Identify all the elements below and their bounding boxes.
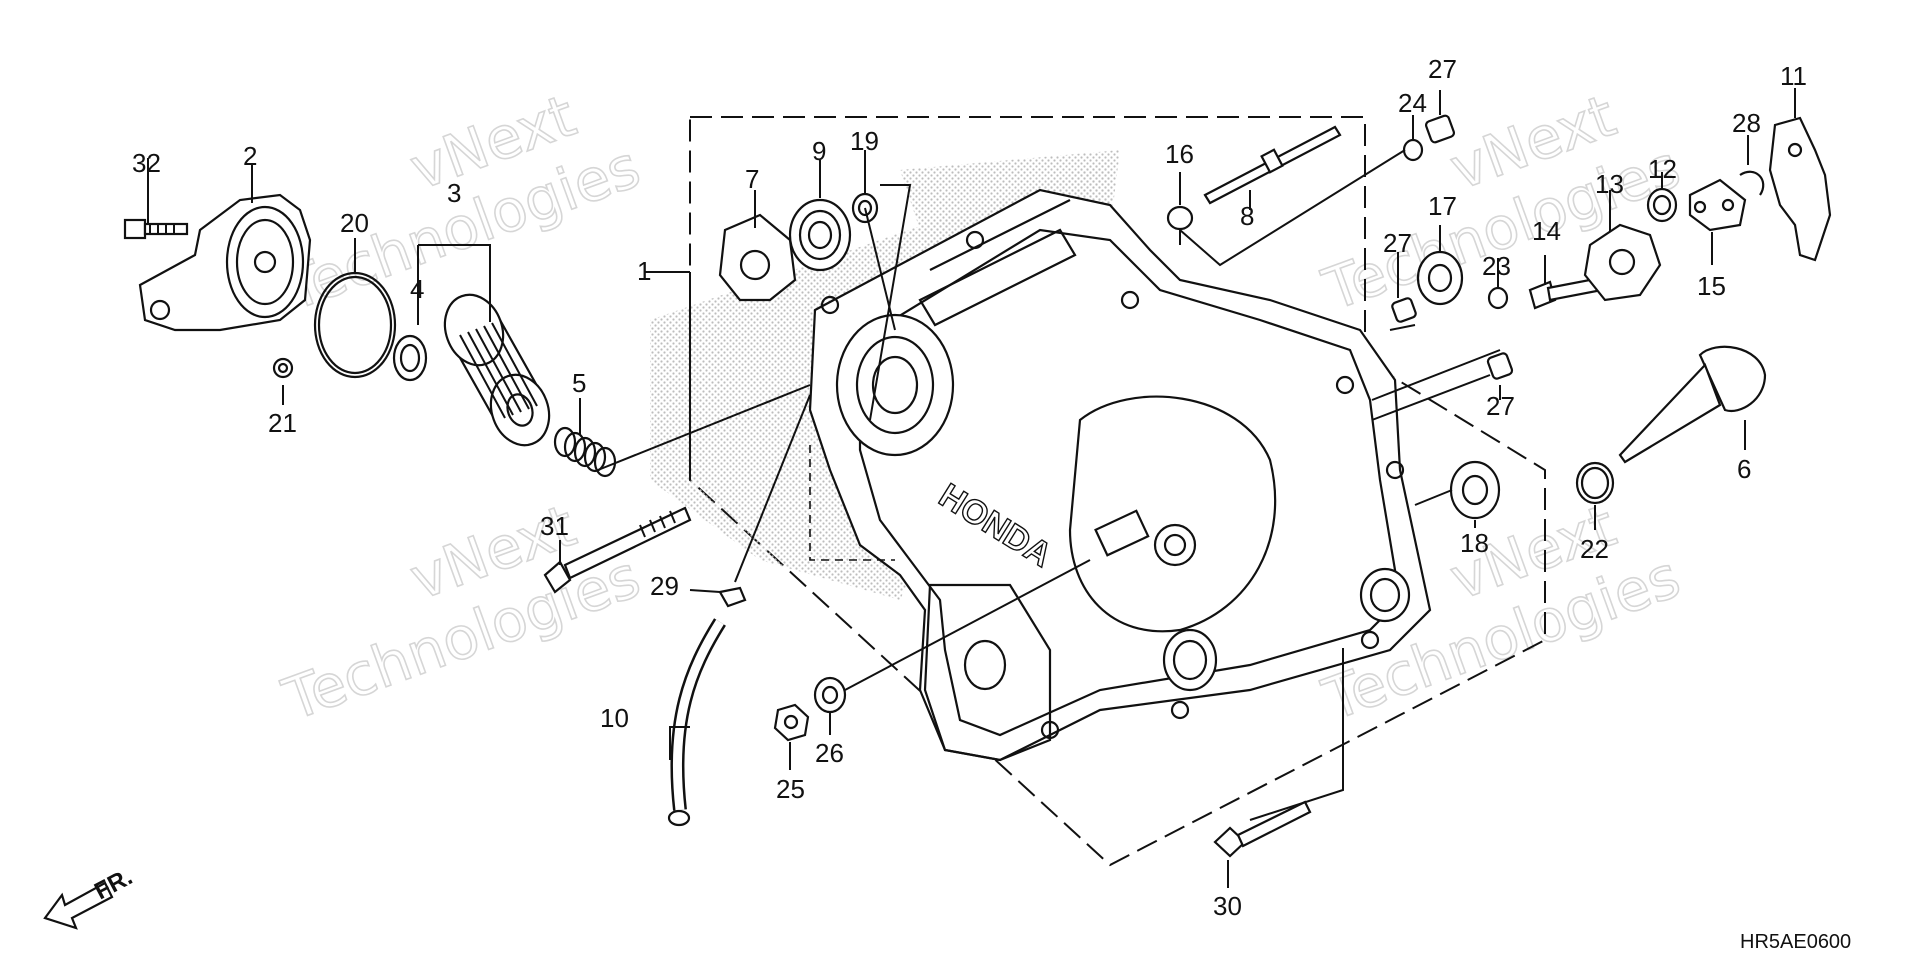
part-20-o-ring-inner — [317, 275, 393, 375]
leader-lines — [147, 88, 1796, 888]
part-30-bolt — [1213, 800, 1312, 858]
callout-27: 27 — [1383, 228, 1412, 258]
part-27-dowel — [1424, 114, 1456, 144]
callout-27: 27 — [1486, 391, 1515, 421]
part-11-cover — [1768, 116, 1832, 262]
callout-32: 32 — [132, 148, 161, 178]
callout-labels: 32 2 20 3 4 21 5 1 31 7 9 19 16 8 24 27 … — [132, 54, 1807, 921]
part-14-bolt — [1528, 276, 1604, 310]
part-13-rotor — [1583, 223, 1662, 302]
part-18-bearing — [1449, 460, 1501, 520]
callout-4: 4 — [410, 274, 424, 304]
part-9-seal — [788, 198, 852, 272]
part-24-washer — [1402, 138, 1424, 162]
callout-25: 25 — [776, 774, 805, 804]
callout-5: 5 — [572, 368, 586, 398]
part-17-bearing — [1416, 250, 1464, 306]
part-25-nut — [773, 703, 810, 742]
part-12-seal — [1646, 187, 1678, 223]
callout-30: 30 — [1213, 891, 1242, 921]
callout-21: 21 — [268, 408, 297, 438]
part-27-dowel — [1486, 352, 1514, 380]
callout-1: 1 — [637, 256, 651, 286]
front-arrow-icon — [43, 881, 114, 930]
part-15-plate — [1688, 178, 1747, 232]
callout-26: 26 — [815, 738, 844, 768]
part-29-clip — [718, 586, 747, 608]
part-27-dowel — [1391, 297, 1417, 323]
callout-11: 11 — [1780, 61, 1807, 91]
callout-23: 23 — [1482, 251, 1511, 281]
callout-2: 2 — [243, 141, 257, 171]
callout-10: 10 — [600, 703, 629, 733]
callout-22: 22 — [1580, 534, 1609, 564]
part-5-spring — [553, 426, 617, 478]
callout-19: 19 — [850, 126, 879, 156]
callout-12: 12 — [1648, 154, 1677, 184]
part-32-bolt — [123, 218, 189, 240]
part-6-dipstick — [1618, 345, 1767, 464]
part-4-seal — [392, 334, 428, 382]
crankcase-cover: HONDA — [650, 150, 1432, 762]
front-indicator: FR. — [43, 863, 137, 930]
callout-13: 13 — [1595, 169, 1624, 199]
part-21-washer — [272, 357, 294, 379]
callout-8: 8 — [1240, 201, 1254, 231]
part-8-shaft — [1203, 125, 1342, 205]
callout-6: 6 — [1737, 454, 1751, 484]
part-26-washer — [813, 676, 847, 714]
part-31-bolt — [543, 506, 692, 594]
part-20-o-ring — [313, 271, 397, 379]
callout-16: 16 — [1165, 139, 1194, 169]
part-16-washer — [1166, 205, 1194, 231]
callout-17: 17 — [1428, 191, 1457, 221]
part-28-circlip — [1739, 170, 1765, 196]
part-23-washer — [1487, 286, 1509, 310]
callout-28: 28 — [1732, 108, 1761, 138]
part-2-filter-cover — [138, 193, 312, 332]
callout-20: 20 — [340, 208, 369, 238]
callout-27: 27 — [1428, 54, 1457, 84]
callout-15: 15 — [1697, 271, 1726, 301]
part-7 — [718, 213, 797, 302]
callout-9: 9 — [812, 136, 826, 166]
callout-31: 31 — [540, 511, 569, 541]
callout-18: 18 — [1460, 528, 1489, 558]
callout-3: 3 — [447, 178, 461, 208]
callout-7: 7 — [745, 164, 759, 194]
part-10-tube-inner — [672, 619, 724, 811]
callout-29: 29 — [650, 571, 679, 601]
callout-24: 24 — [1398, 88, 1427, 118]
callout-14: 14 — [1532, 216, 1561, 246]
diagram-code: HR5AE0600 — [1740, 931, 1851, 953]
part-3-oil-filter — [443, 293, 551, 447]
